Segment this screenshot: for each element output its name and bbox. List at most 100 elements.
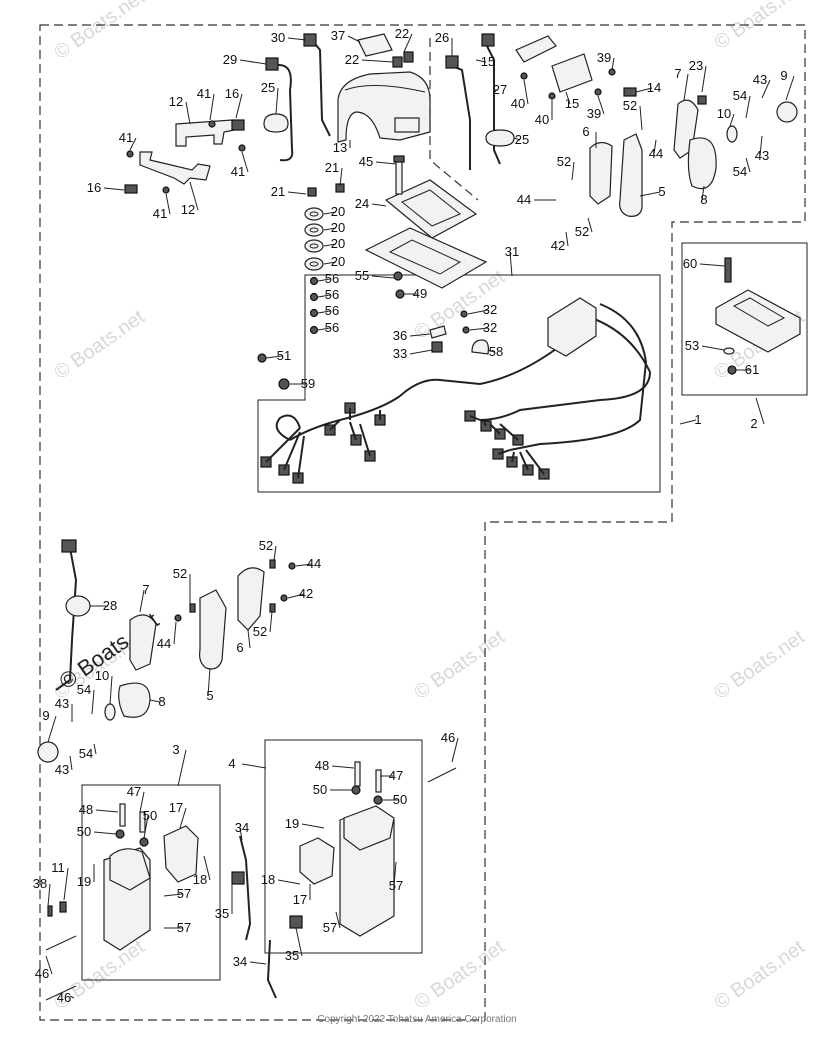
part-callout-47: 47 xyxy=(389,768,403,783)
leader-line xyxy=(47,715,57,743)
screw-40-b xyxy=(548,92,556,100)
part-callout-8: 8 xyxy=(700,192,707,207)
leader-line xyxy=(69,995,75,999)
watermark-text: © Boats.net xyxy=(410,626,509,704)
leader-line xyxy=(69,755,73,771)
part-callout-32: 32 xyxy=(483,302,497,317)
wire-29 xyxy=(271,64,294,162)
part-callout-35: 35 xyxy=(215,906,229,921)
leader-line xyxy=(759,135,763,157)
leader-line xyxy=(45,955,53,975)
part-callout-58: 58 xyxy=(489,344,503,359)
leader-line xyxy=(277,879,301,885)
nut-56 xyxy=(309,325,319,335)
grommet-20-hole xyxy=(309,243,319,249)
part-callout-50: 50 xyxy=(393,792,407,807)
part-callout-6: 6 xyxy=(582,124,589,139)
cover-13-panel xyxy=(394,117,420,133)
leader-line xyxy=(179,807,187,829)
bolt-60 xyxy=(724,257,732,283)
bolt-45-head xyxy=(393,155,405,163)
connector-35-a xyxy=(231,871,245,885)
leader-line xyxy=(513,137,521,141)
leader-line xyxy=(611,57,615,71)
part-callout-9: 9 xyxy=(780,68,787,83)
leader-line xyxy=(653,139,657,155)
part-callout-15: 15 xyxy=(481,54,495,69)
leader-line xyxy=(403,33,413,53)
harness-loop xyxy=(275,414,301,441)
part-callout-20: 20 xyxy=(331,254,345,269)
plate-17-right xyxy=(299,837,335,885)
leader-line xyxy=(91,689,95,715)
leader-line xyxy=(143,815,149,839)
screw-42-middle xyxy=(280,594,288,602)
leader-line xyxy=(241,151,249,173)
arm-7-middle xyxy=(129,614,157,671)
clip-32-b xyxy=(462,326,470,334)
leader-line xyxy=(745,157,751,173)
leader-line xyxy=(347,35,361,43)
leader-line xyxy=(273,545,277,561)
arm-6-middle xyxy=(237,567,265,631)
gasket xyxy=(364,227,488,289)
leader-line xyxy=(469,327,489,331)
part-callout-43: 43 xyxy=(753,72,767,87)
part-callout-8: 8 xyxy=(158,694,165,709)
part-callout-49: 49 xyxy=(413,286,427,301)
leader-line xyxy=(249,961,267,965)
leader-line xyxy=(699,263,726,267)
part-callout-7: 7 xyxy=(142,582,149,597)
part-callout-17: 17 xyxy=(169,800,183,815)
part-callout-50: 50 xyxy=(143,808,157,823)
leader-line xyxy=(335,911,341,929)
watermark-text: © Boats.net xyxy=(50,306,149,384)
bolt-46-c xyxy=(427,767,457,783)
leader-line xyxy=(639,105,643,131)
part-callout-30: 30 xyxy=(271,30,285,45)
leader-line xyxy=(203,855,211,881)
part-callout-56: 56 xyxy=(325,303,339,318)
part-callout-43: 43 xyxy=(55,696,69,711)
harness-leads-left xyxy=(265,408,381,479)
grommet-20 xyxy=(304,239,324,253)
part-callout-40: 40 xyxy=(511,96,525,111)
part-callout-52: 52 xyxy=(253,624,267,639)
fastener-59 xyxy=(278,378,290,390)
screw-39-a xyxy=(594,88,602,96)
part-callout-4: 4 xyxy=(228,756,235,771)
pin-52-a xyxy=(269,559,276,569)
part-callout-54: 54 xyxy=(77,682,91,697)
screw-41-d xyxy=(162,186,170,194)
leader-line xyxy=(509,251,513,277)
part-callout-10: 10 xyxy=(717,106,731,121)
stud-47-left xyxy=(139,811,146,833)
part-callout-17: 17 xyxy=(293,892,307,907)
stud-48-left xyxy=(119,803,126,827)
leader-line xyxy=(269,611,273,633)
leader-line xyxy=(761,79,771,99)
cam-8-middle xyxy=(118,682,151,718)
plate-17-left xyxy=(163,825,199,883)
spacer-10-upper xyxy=(726,125,738,143)
nut-61 xyxy=(727,365,737,375)
housing-3-top xyxy=(109,848,151,891)
harness-31-branch-a xyxy=(479,315,652,421)
pad-kit-2 xyxy=(715,289,801,353)
leader-line xyxy=(95,809,119,813)
leader-line xyxy=(185,101,191,125)
part-callout-43: 43 xyxy=(55,762,69,777)
part-callout-54: 54 xyxy=(733,164,747,179)
watermark-text: © Boats.net xyxy=(710,936,809,1014)
outer-boundary xyxy=(39,24,806,1021)
part-callout-26: 26 xyxy=(435,30,449,45)
part-callout-52: 52 xyxy=(623,98,637,113)
part-callout-54: 54 xyxy=(733,88,747,103)
plate-24 xyxy=(384,179,478,239)
part-callout-1: 1 xyxy=(694,412,701,427)
part-callout-19: 19 xyxy=(285,816,299,831)
arm-6-upper xyxy=(589,141,613,205)
connector-35-b xyxy=(289,915,303,929)
